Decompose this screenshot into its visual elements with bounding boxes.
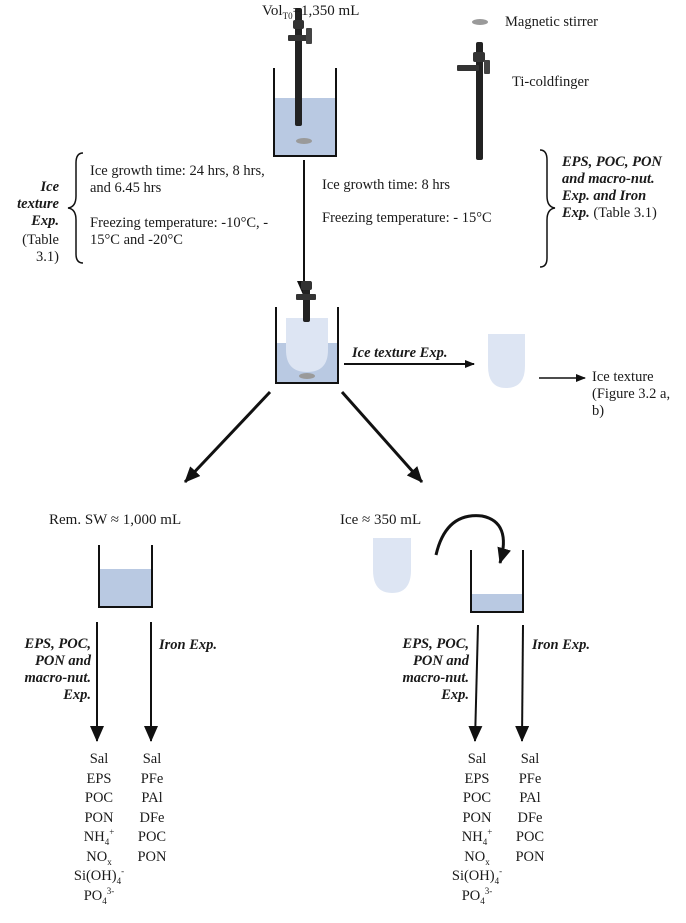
parameter: POC bbox=[515, 829, 545, 845]
ice-texture-exp-arrow-label: Ice texture Exp. bbox=[352, 345, 448, 361]
parameter: PAl bbox=[519, 790, 541, 806]
sw-eps-parameter-list: Sal EPS POC PON NH4+ NOx Si(OH)4- PO43- bbox=[67, 750, 131, 906]
ice-texture-result: Ice texture (Figure 3.2 a, b) bbox=[592, 369, 671, 419]
parameter: POC bbox=[84, 790, 114, 806]
parameter: Sal bbox=[520, 751, 540, 767]
parameter: EPS bbox=[464, 770, 490, 787]
center-freezing-temperature: Freezing temperature: - 15°C bbox=[322, 210, 492, 226]
parameter: NOx bbox=[464, 848, 490, 867]
ice-texture-sample bbox=[488, 334, 525, 388]
arrow-to-remaining-sw bbox=[183, 390, 272, 484]
coldfinger-with-ice bbox=[296, 281, 316, 322]
sw-iron-parameter-list: Sal PFe PAl DFe POC PON bbox=[127, 750, 177, 867]
arrow-to-ice bbox=[340, 391, 424, 483]
beaker-with-ice bbox=[275, 307, 339, 384]
parameter: PON bbox=[462, 809, 492, 826]
parameter: Sal bbox=[89, 751, 109, 767]
ice-block bbox=[286, 318, 328, 372]
parameter: DFe bbox=[517, 809, 543, 826]
stirrer-bar bbox=[296, 138, 312, 144]
parameter: EPS bbox=[86, 770, 112, 787]
arrow-ice-iron bbox=[515, 624, 530, 742]
coldfinger-in-beaker bbox=[288, 8, 312, 126]
parameter: PAl bbox=[141, 790, 163, 806]
seawater-fill bbox=[100, 569, 151, 606]
parameter: DFe bbox=[139, 809, 165, 826]
beaker-initial bbox=[273, 68, 337, 157]
legend-ti-coldfinger: Ti-coldfinger bbox=[512, 74, 589, 90]
parameter: Si(OH)4- bbox=[73, 866, 125, 886]
right-exp-label: EPS, POC, PON and macro-nut. Exp. and Ir… bbox=[562, 154, 662, 221]
parameter: PON bbox=[137, 848, 167, 865]
remaining-seawater-label: Rem. SW ≈ 1,000 mL bbox=[49, 512, 182, 528]
parameter: Sal bbox=[467, 751, 487, 767]
left-growth-time: Ice growth time: 24 hrs, 8 hrs, and 6.45… bbox=[90, 163, 265, 196]
ice-texture-exp-label: Ice texture Exp. bbox=[17, 179, 59, 229]
stirrer-bar bbox=[299, 373, 315, 379]
parameter: NOx bbox=[86, 848, 112, 867]
ice-texture-table-ref: (Table 3.1) bbox=[22, 232, 59, 265]
left-brace bbox=[67, 152, 84, 264]
parameter: PON bbox=[84, 809, 114, 826]
parameter: Sal bbox=[142, 751, 162, 767]
parameter: NH4+ bbox=[83, 827, 115, 847]
center-growth-time: Ice growth time: 8 hrs bbox=[322, 177, 451, 193]
parameter: POC bbox=[462, 790, 492, 806]
parameter: PON bbox=[515, 848, 545, 865]
sw-eps-branch-label: EPS, POC, PON and macro-nut. Exp. bbox=[24, 636, 91, 703]
seawater-fill bbox=[275, 98, 335, 155]
ice-eps-parameter-list: Sal EPS POC PON NH4+ NOx Si(OH)4- PO43- bbox=[445, 750, 509, 906]
ice-volume-label: Ice ≈ 350 mL bbox=[340, 512, 422, 528]
curved-transfer-arrow bbox=[434, 514, 511, 564]
parameter: PFe bbox=[518, 770, 542, 787]
beaker-melted-ice bbox=[470, 550, 524, 613]
left-freezing-temperature: Freezing temperature: -10°C, - 15°C and … bbox=[90, 215, 269, 248]
magnetic-stirrer-icon bbox=[472, 19, 488, 25]
parameter: PFe bbox=[140, 770, 164, 787]
ice-block-melting bbox=[373, 538, 411, 593]
ti-coldfinger-icon bbox=[457, 42, 490, 160]
legend-magnetic-stirrer: Magnetic stirrer bbox=[505, 14, 599, 30]
parameter: Si(OH)4- bbox=[451, 866, 503, 886]
sw-iron-branch-label: Iron Exp. bbox=[159, 637, 218, 653]
parameter: PO43- bbox=[461, 885, 493, 906]
initial-volume-label: VolT0=1,350 mL bbox=[262, 3, 360, 21]
parameter: PO43- bbox=[83, 885, 115, 906]
right-brace bbox=[539, 149, 556, 268]
ice-iron-branch-label: Iron Exp. bbox=[532, 637, 591, 653]
beaker-remaining-seawater bbox=[98, 545, 153, 608]
meltwater-fill bbox=[472, 594, 522, 611]
parameter: NH4+ bbox=[461, 827, 493, 847]
arrow-ice-eps bbox=[468, 624, 483, 742]
parameter: POC bbox=[137, 829, 167, 845]
ice-eps-branch-label: EPS, POC, PON and macro-nut. Exp. bbox=[402, 636, 469, 703]
ice-iron-parameter-list: Sal PFe PAl DFe POC PON bbox=[505, 750, 555, 867]
